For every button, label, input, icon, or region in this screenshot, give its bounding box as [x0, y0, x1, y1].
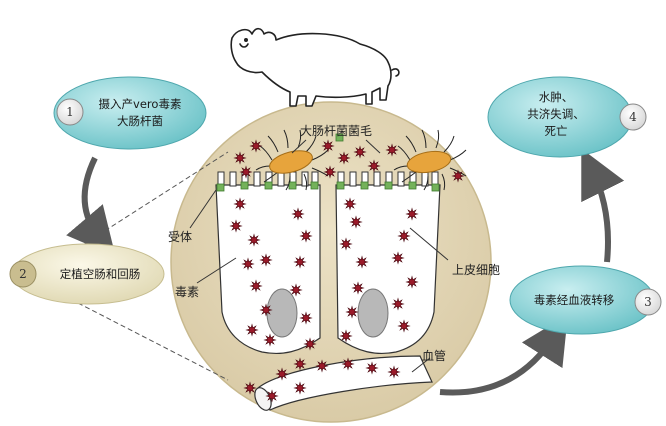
- arrow-vessel-to-3: [439, 314, 568, 396]
- toxin-particle: [315, 359, 329, 373]
- toxin-particle: [323, 165, 337, 179]
- leader-lines: [189, 139, 449, 373]
- toxin-particles: [229, 139, 465, 403]
- step-4-text-line1: 水肿、: [539, 90, 574, 104]
- toxin-particle: [405, 207, 419, 221]
- step-3-text-line1: 毒素经血液转移: [534, 293, 615, 307]
- toxin-particle: [259, 303, 273, 317]
- zoom-line-bottom: [77, 302, 229, 381]
- toxin-particle: [451, 169, 465, 183]
- step-4-badge: [619, 103, 647, 131]
- step-4-text-line3: 死亡: [545, 124, 568, 138]
- toxin-particle: [397, 229, 411, 243]
- toxin-particle: [339, 237, 353, 251]
- toxin-particle: [291, 207, 305, 221]
- nucleus-right: [357, 288, 389, 338]
- toxin-particle: [387, 365, 401, 379]
- step-1-node: 1 摄入产vero毒素 大肠杆菌: [53, 76, 207, 150]
- toxin-particle: [385, 143, 399, 157]
- step-2-node: 2 定植空肠和回肠: [9, 243, 165, 305]
- label-receptor: 受体: [168, 230, 192, 244]
- arrow-1-to-2: [66, 156, 116, 257]
- toxin-particle: [243, 381, 257, 395]
- label-toxin: 毒素: [175, 285, 199, 299]
- toxin-particle: [365, 361, 379, 375]
- blood-vessel: [254, 355, 433, 411]
- ecoli-bacterium-left: [255, 129, 329, 191]
- toxin-particle: [247, 233, 261, 247]
- arrow-3-to-4: [581, 148, 625, 263]
- epithelial-cell-right: [335, 184, 441, 355]
- toxin-particle: [343, 197, 357, 211]
- toxin-particle: [259, 253, 273, 267]
- toxin-particle: [391, 297, 405, 311]
- toxin-particle: [303, 337, 317, 351]
- toxin-particle: [337, 151, 351, 165]
- toxin-particle: [293, 255, 307, 269]
- label-vessel: 血管: [422, 348, 446, 363]
- toxin-particle: [345, 305, 359, 319]
- step-4-text-line2: 共济失调、: [527, 107, 585, 121]
- toxin-particle: [275, 367, 289, 381]
- zoom-line-top: [77, 151, 229, 249]
- toxin-particle: [263, 333, 277, 347]
- toxin-particle: [299, 229, 313, 243]
- step-3-number: 3: [644, 295, 652, 309]
- toxin-particle: [405, 275, 419, 289]
- toxin-particle: [245, 323, 259, 337]
- label-pili: 大肠杆菌菌毛: [300, 124, 372, 138]
- toxin-particle: [233, 151, 247, 165]
- toxin-particle: [241, 257, 255, 271]
- toxin-particle: [249, 139, 263, 153]
- step-2-number: 2: [19, 267, 27, 281]
- toxin-particle: [397, 319, 411, 333]
- label-epithelial: 上皮细胞: [452, 263, 500, 277]
- step-2-badge: [9, 260, 37, 288]
- toxin-particle: [229, 219, 243, 233]
- step-2-text-line1: 定植空肠和回肠: [60, 267, 141, 281]
- ecoli-bacterium-right: [393, 129, 467, 191]
- step-3-node: 3 毒素经血液转移: [509, 265, 662, 335]
- toxin-particle: [341, 357, 355, 371]
- step-1-text-line2: 大肠杆菌: [117, 114, 163, 128]
- toxin-particle: [367, 159, 381, 173]
- toxin-particle: [391, 251, 405, 265]
- nucleus-left: [266, 288, 298, 338]
- step-1-number: 1: [66, 105, 74, 119]
- toxin-particle: [339, 329, 353, 343]
- step-1-badge: [56, 98, 84, 126]
- toxin-particle: [239, 165, 253, 179]
- epithelial-cell-left: [215, 184, 321, 355]
- toxin-particle: [299, 311, 313, 325]
- step-1-text-line1: 摄入产vero毒素: [99, 97, 182, 111]
- toxin-particle: [321, 139, 335, 153]
- toxin-particle: [355, 255, 369, 269]
- toxin-particle: [249, 279, 263, 293]
- step-4-number: 4: [629, 110, 637, 124]
- receptors: [216, 133, 440, 192]
- step-3-badge: [634, 288, 662, 316]
- toxin-particle: [353, 145, 367, 159]
- toxin-particle: [293, 357, 307, 371]
- step-4-node: 4 水肿、 共济失调、 死亡: [487, 76, 647, 158]
- toxin-particle: [265, 389, 279, 403]
- toxin-particle: [349, 215, 363, 229]
- toxin-particle: [233, 197, 247, 211]
- toxin-particle: [351, 281, 365, 295]
- toxin-particle: [289, 283, 303, 297]
- pig-icon: [230, 27, 400, 107]
- toxin-particle: [293, 381, 307, 395]
